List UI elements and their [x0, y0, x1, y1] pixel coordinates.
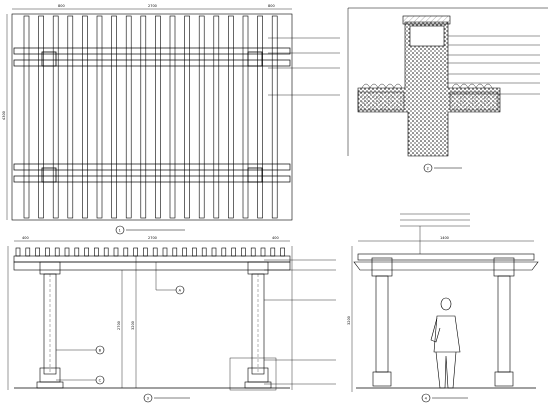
plan-rafter	[82, 15, 88, 219]
figure-head	[440, 297, 452, 311]
front-elevation	[7, 240, 336, 403]
front-column-left	[36, 261, 64, 389]
front-height-2: 3200	[131, 321, 135, 330]
plan-post	[247, 51, 263, 67]
side-dim-1: 1400	[440, 236, 449, 240]
front-base-detail-frame	[229, 357, 277, 391]
plan-beams	[13, 47, 291, 183]
plan-rafter	[257, 15, 263, 219]
plan-beam	[13, 175, 291, 183]
front-marker-c-label: C	[99, 378, 102, 382]
side-title-number: 4	[425, 396, 428, 400]
front-column-right	[244, 261, 272, 389]
section-title-marker	[423, 163, 433, 173]
section-core	[409, 25, 445, 47]
front-title-marker	[143, 393, 153, 403]
side-dim-side: 3200	[347, 316, 351, 325]
front-marker-b-label: B	[99, 348, 102, 352]
plan-rafter	[23, 15, 30, 219]
plan-beam	[13, 59, 291, 67]
section-gravel-right	[449, 91, 499, 111]
plan-rafter	[111, 15, 117, 219]
plan-rafter	[242, 15, 249, 219]
plan-post	[41, 51, 57, 67]
plan-rafter	[213, 15, 220, 219]
plan-rafter	[155, 15, 161, 219]
front-title-number: 3	[147, 396, 149, 400]
plan-view	[6, 8, 340, 235]
plan-rafter	[184, 15, 190, 219]
plan-post	[41, 167, 57, 183]
section-title-number: 2	[427, 166, 429, 170]
side-title-marker	[421, 393, 431, 403]
front-marker-b	[95, 345, 105, 355]
plan-title-number: 1	[119, 228, 121, 232]
plan-post	[247, 167, 263, 183]
human-figure	[430, 297, 461, 389]
plan-rafter	[125, 15, 132, 219]
plan-rafter	[67, 15, 74, 219]
front-beam-main	[13, 261, 291, 271]
figure-arm	[430, 317, 441, 343]
section-cap	[402, 15, 451, 25]
side-base-left	[372, 371, 392, 387]
plan-frame	[11, 13, 293, 221]
plan-rafter	[96, 15, 103, 219]
plan-rafter	[271, 15, 278, 219]
section-gravel-left	[357, 91, 405, 111]
plan-rafter	[228, 15, 234, 219]
section-planting-right	[451, 83, 493, 89]
plan-dim-1: 800	[58, 4, 65, 8]
front-marker-c	[95, 375, 105, 385]
side-base-right	[494, 371, 514, 387]
section-detail	[347, 7, 548, 173]
section-concrete	[357, 21, 501, 157]
front-marker-a-label: A	[179, 288, 182, 292]
side-beam-top	[357, 253, 535, 261]
plan-rafter	[169, 15, 176, 219]
front-dim-1: 400	[22, 236, 29, 240]
plan-title-marker	[115, 225, 125, 235]
section-planting-left	[361, 83, 403, 89]
section-callouts	[448, 35, 540, 95]
plan-dim-3: 800	[268, 4, 275, 8]
plan-rafter	[38, 15, 44, 219]
front-marker-a	[175, 285, 185, 295]
side-elevation	[351, 213, 539, 403]
front-height-1: 2700	[117, 321, 121, 330]
plan-callouts	[268, 37, 340, 96]
plan-beam	[13, 163, 291, 171]
plan-rafters	[23, 15, 278, 219]
plan-rafter	[52, 15, 59, 219]
plan-posts	[41, 51, 263, 183]
side-callouts	[400, 213, 470, 254]
figure-torso	[433, 315, 461, 353]
plan-dim-2: 2700	[148, 4, 157, 8]
front-dim-3: 400	[272, 236, 279, 240]
plan-rafter	[198, 15, 205, 219]
front-dim-2: 2700	[148, 236, 157, 240]
plan-dim-side: 4300	[2, 111, 6, 120]
plan-rafter	[140, 15, 147, 219]
plan-beam	[13, 47, 291, 55]
side-beam-main	[353, 261, 539, 271]
figure-legs	[435, 351, 457, 389]
